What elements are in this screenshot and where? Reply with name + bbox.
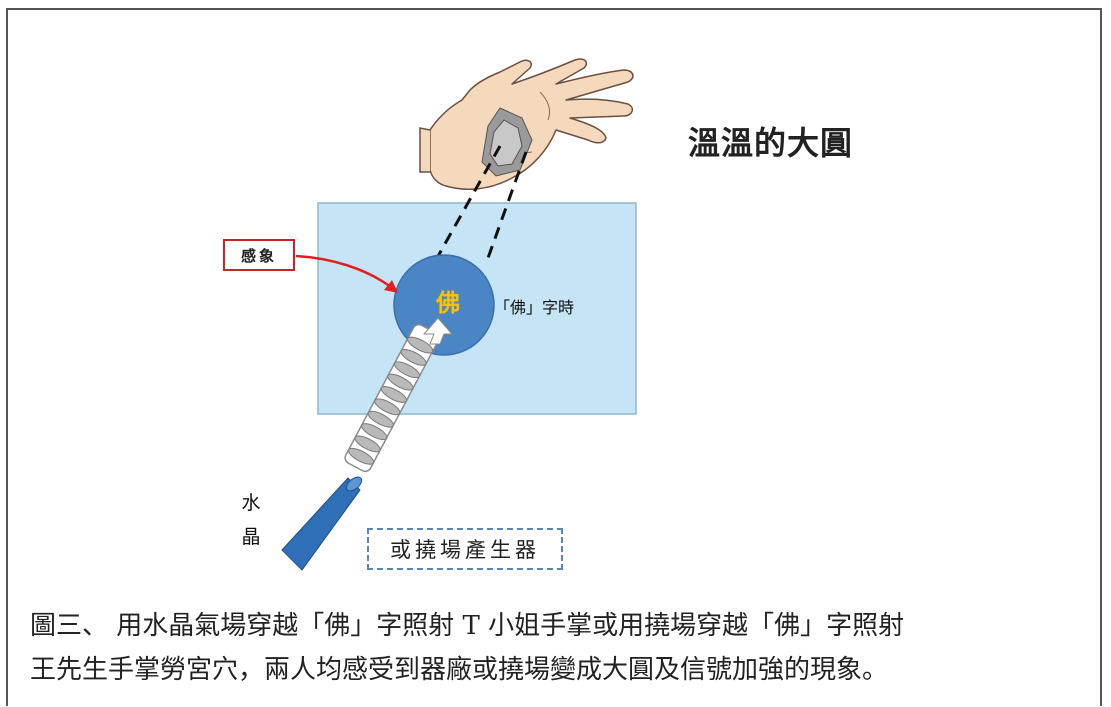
sensation-label: 感象 <box>223 239 295 271</box>
circle-character: 佛 <box>436 289 460 317</box>
generator-label: 或撓場產生器 <box>367 528 563 570</box>
caption-line-2: 王先生手掌勞宮穴，兩人均感受到器廠或撓場變成大圓及信號加強的現象。 <box>30 655 889 685</box>
crystal-label-char-2: 晶 <box>241 526 261 548</box>
pointer-arrow <box>295 254 393 289</box>
diagram-title: 溫溫的大圓 <box>688 124 854 162</box>
circle-caption: 「佛」字時 <box>494 298 575 317</box>
caption-line-1: 圖三、 用水晶氣場穿越「佛」字照射 T 小姐手掌或用撓場穿越「佛」字照射 <box>30 611 905 641</box>
figure-caption: 圖三、 用水晶氣場穿越「佛」字照射 T 小姐手掌或用撓場穿越「佛」字照射 王先生… <box>30 604 1100 692</box>
beam-line-left <box>435 145 502 259</box>
crystal-label: 水 晶 <box>239 486 263 554</box>
crystal-label-char-1: 水 <box>241 492 261 514</box>
hand-illustration <box>419 58 634 191</box>
pointer-arrow-head-icon <box>384 280 398 293</box>
spiral-beam <box>344 317 454 473</box>
crystal-cone-icon <box>281 477 361 571</box>
figure-frame <box>6 8 1102 706</box>
